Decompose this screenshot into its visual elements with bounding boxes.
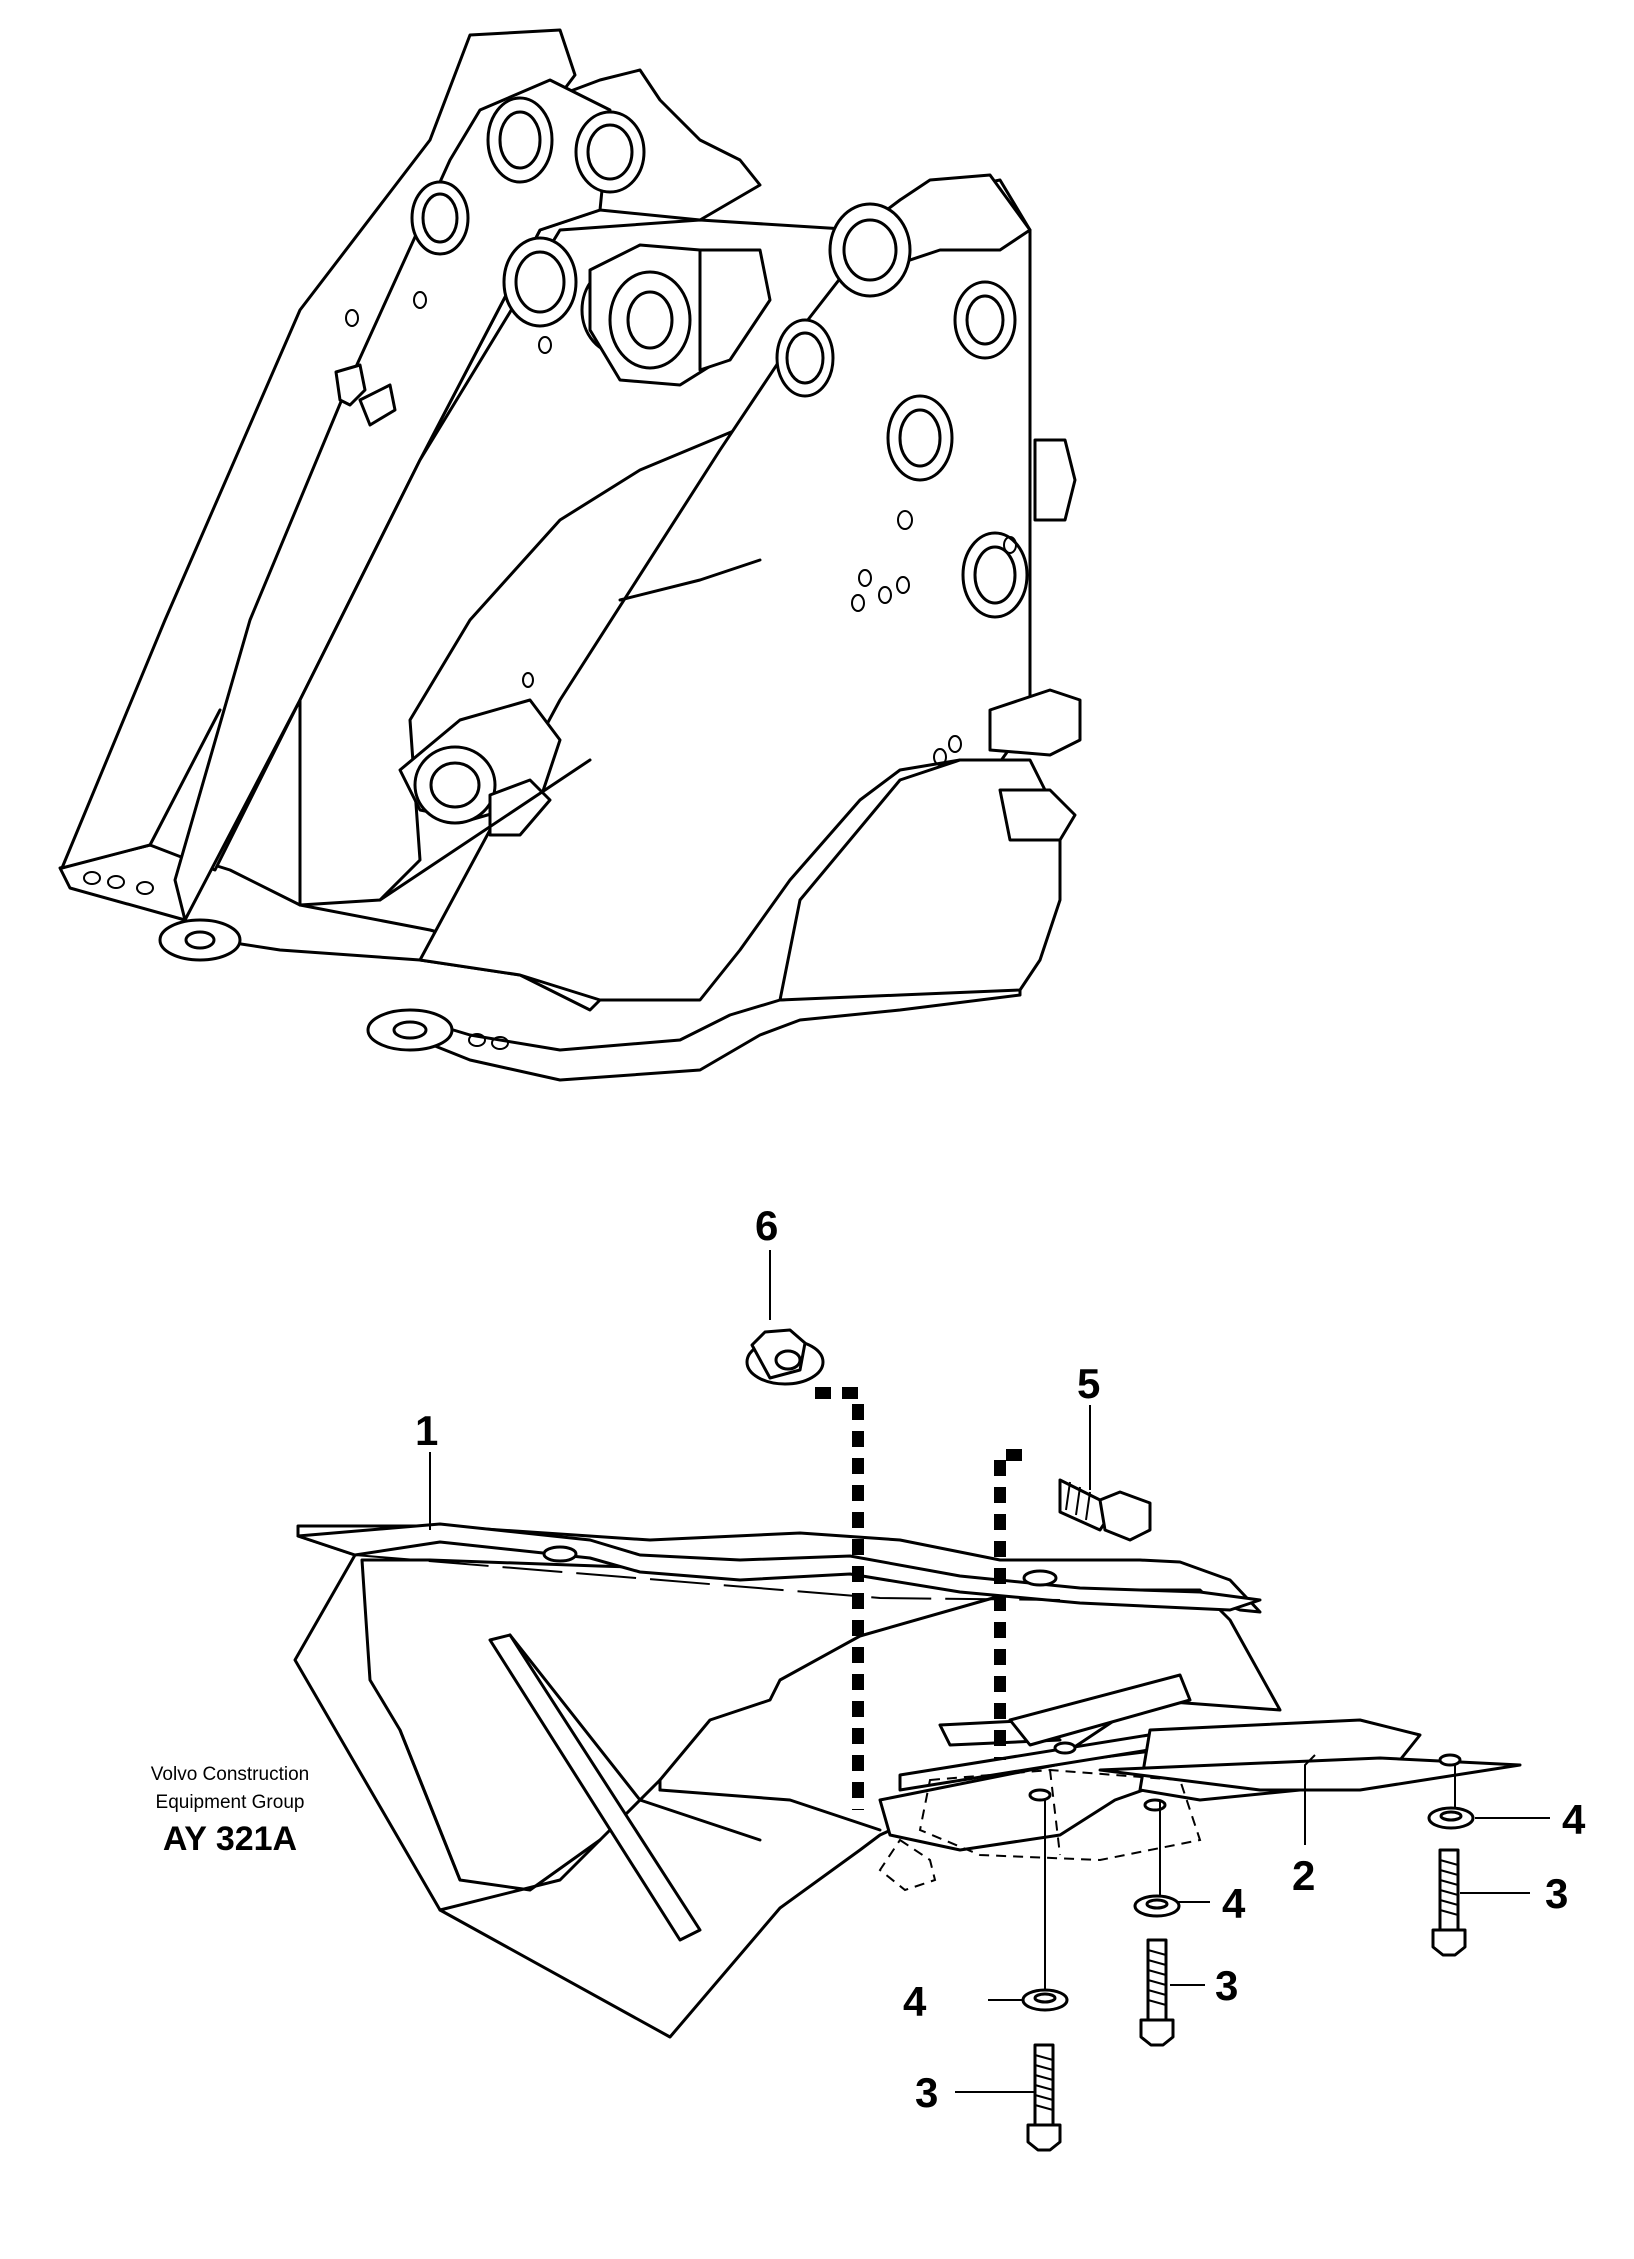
- callout-leaders: [429, 1250, 1550, 2093]
- front-frame-illustration: [58, 28, 1082, 1082]
- callout-2: 2: [1292, 1852, 1315, 1899]
- publisher-line-1: Volvo Construction: [151, 1764, 309, 1785]
- callout-3: 3: [1215, 1962, 1238, 2009]
- screw: [1431, 1848, 1467, 1957]
- callout-4: 4: [1222, 1880, 1246, 1927]
- callout-5: 5: [1077, 1360, 1100, 1407]
- callout-6: 6: [755, 1202, 778, 1249]
- washer: [1427, 1806, 1475, 1830]
- callout-4: 4: [903, 1978, 927, 2025]
- callout-3: 3: [1545, 1870, 1568, 1917]
- flange-bolt: [1058, 1478, 1152, 1542]
- publisher-line-2: Equipment Group: [156, 1792, 305, 1813]
- callout-1: 1: [415, 1407, 438, 1454]
- figure-reference: AY 321A: [163, 1820, 297, 1858]
- screw: [1026, 2043, 1062, 2152]
- callout-4: 4: [1562, 1796, 1586, 1843]
- publisher-block: Volvo Construction Equipment Group AY 32…: [151, 1764, 309, 1858]
- guard-assembly-illustration: [293, 1328, 1522, 2152]
- washer: [1021, 1988, 1069, 2012]
- washer: [1133, 1894, 1181, 1918]
- callout-numbers: 1 2 3 3 3 4 4 4 5 6: [415, 1202, 1586, 2116]
- flange-nut: [745, 1328, 825, 1386]
- callout-3: 3: [915, 2069, 938, 2116]
- screw: [1139, 1938, 1175, 2047]
